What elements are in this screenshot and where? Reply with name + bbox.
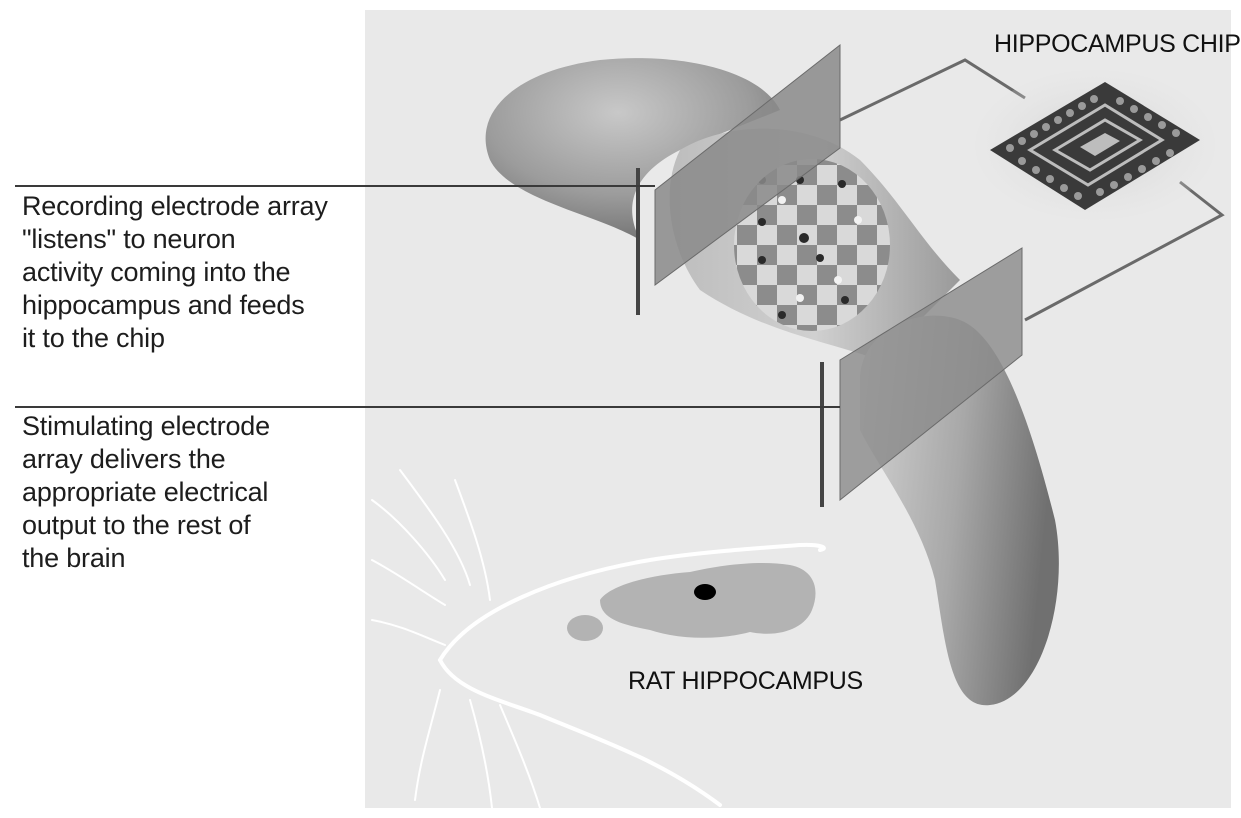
caption-line: Stimulating electrode xyxy=(22,410,270,443)
caption-line: activity coming into the xyxy=(22,256,328,289)
stimulating-caption: Stimulating electrode array delivers the… xyxy=(22,410,270,575)
caption-line: array delivers the xyxy=(22,443,270,476)
caption-line: it to the chip xyxy=(22,322,328,355)
hippocampus-chip-icon xyxy=(975,70,1215,220)
caption-line: appropriate electrical xyxy=(22,476,270,509)
caption-line: output to the rest of xyxy=(22,509,270,542)
caption-line: hippocampus and feeds xyxy=(22,289,328,322)
caption-line: Recording electrode array xyxy=(22,190,328,223)
rat-brain-icon xyxy=(567,563,816,641)
hippocampus-chip-label: HIPPOCAMPUS CHIP xyxy=(994,30,1241,59)
rat-outline xyxy=(372,470,824,808)
caption-line: "listens" to neuron xyxy=(22,223,328,256)
recording-caption: Recording electrode array "listens" to n… xyxy=(22,190,328,355)
caption-line: the brain xyxy=(22,542,270,575)
rat-hippocampus-label: RAT HIPPOCAMPUS xyxy=(628,667,863,696)
